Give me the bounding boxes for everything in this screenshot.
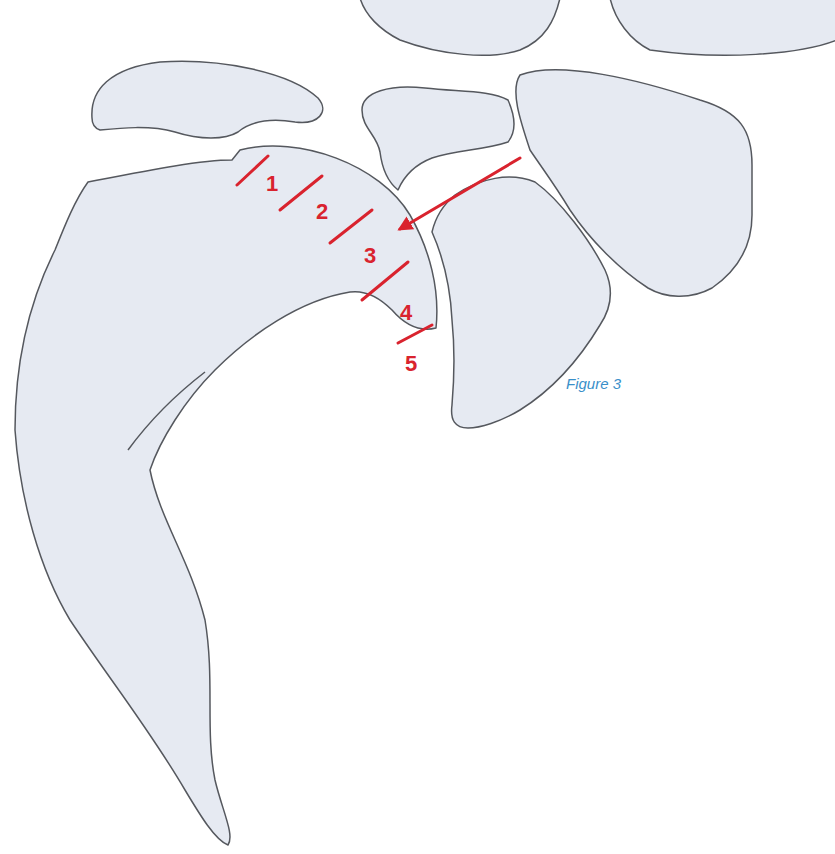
- ala-line: [128, 372, 205, 450]
- zone-divider: [237, 156, 268, 185]
- callout-number: 1: [266, 173, 278, 195]
- articular-process: [92, 61, 323, 138]
- load-arrow: [400, 158, 520, 229]
- zone-divider: [362, 262, 408, 300]
- callout-number: 3: [364, 245, 376, 267]
- callout-number: 5: [405, 353, 417, 375]
- zone-divider: [280, 176, 322, 210]
- upper-vertebra: [610, 0, 835, 55]
- zone-divider: [330, 210, 372, 243]
- figure-caption: Figure 3: [566, 376, 621, 391]
- callout-number: 2: [316, 201, 328, 223]
- callout-number: 4: [400, 302, 412, 324]
- sacrum: [15, 146, 437, 845]
- posterior-element: [360, 0, 560, 55]
- zone-divider: [398, 325, 432, 343]
